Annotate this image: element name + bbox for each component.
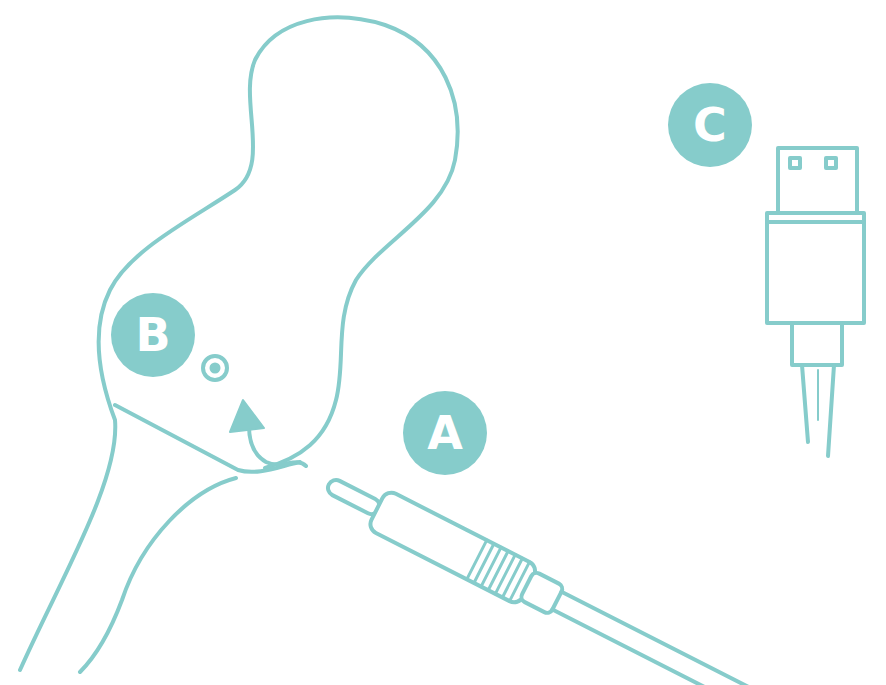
grip-ridge xyxy=(474,544,494,583)
arrowhead xyxy=(230,400,264,432)
device-neck xyxy=(80,478,236,672)
callout-circle: A xyxy=(403,391,487,475)
grip-ridge xyxy=(495,555,515,594)
callout-letter: B xyxy=(135,312,170,358)
charging-port-hole xyxy=(212,365,219,372)
callout-circle: C xyxy=(668,83,752,167)
callout-letter: C xyxy=(693,102,727,148)
barrel-plug xyxy=(319,465,765,685)
callout-letter: A xyxy=(427,410,463,456)
usb-plug xyxy=(767,148,864,456)
charging-port xyxy=(203,356,227,380)
grip-ridge xyxy=(502,558,522,597)
callout-circle: B xyxy=(111,293,195,377)
grip-ridge xyxy=(481,547,501,586)
device-outline xyxy=(20,18,458,670)
device-edge xyxy=(115,405,300,472)
insertion-arrow xyxy=(249,426,306,466)
grip-ridge xyxy=(467,540,487,579)
grip-ridge xyxy=(488,551,508,590)
